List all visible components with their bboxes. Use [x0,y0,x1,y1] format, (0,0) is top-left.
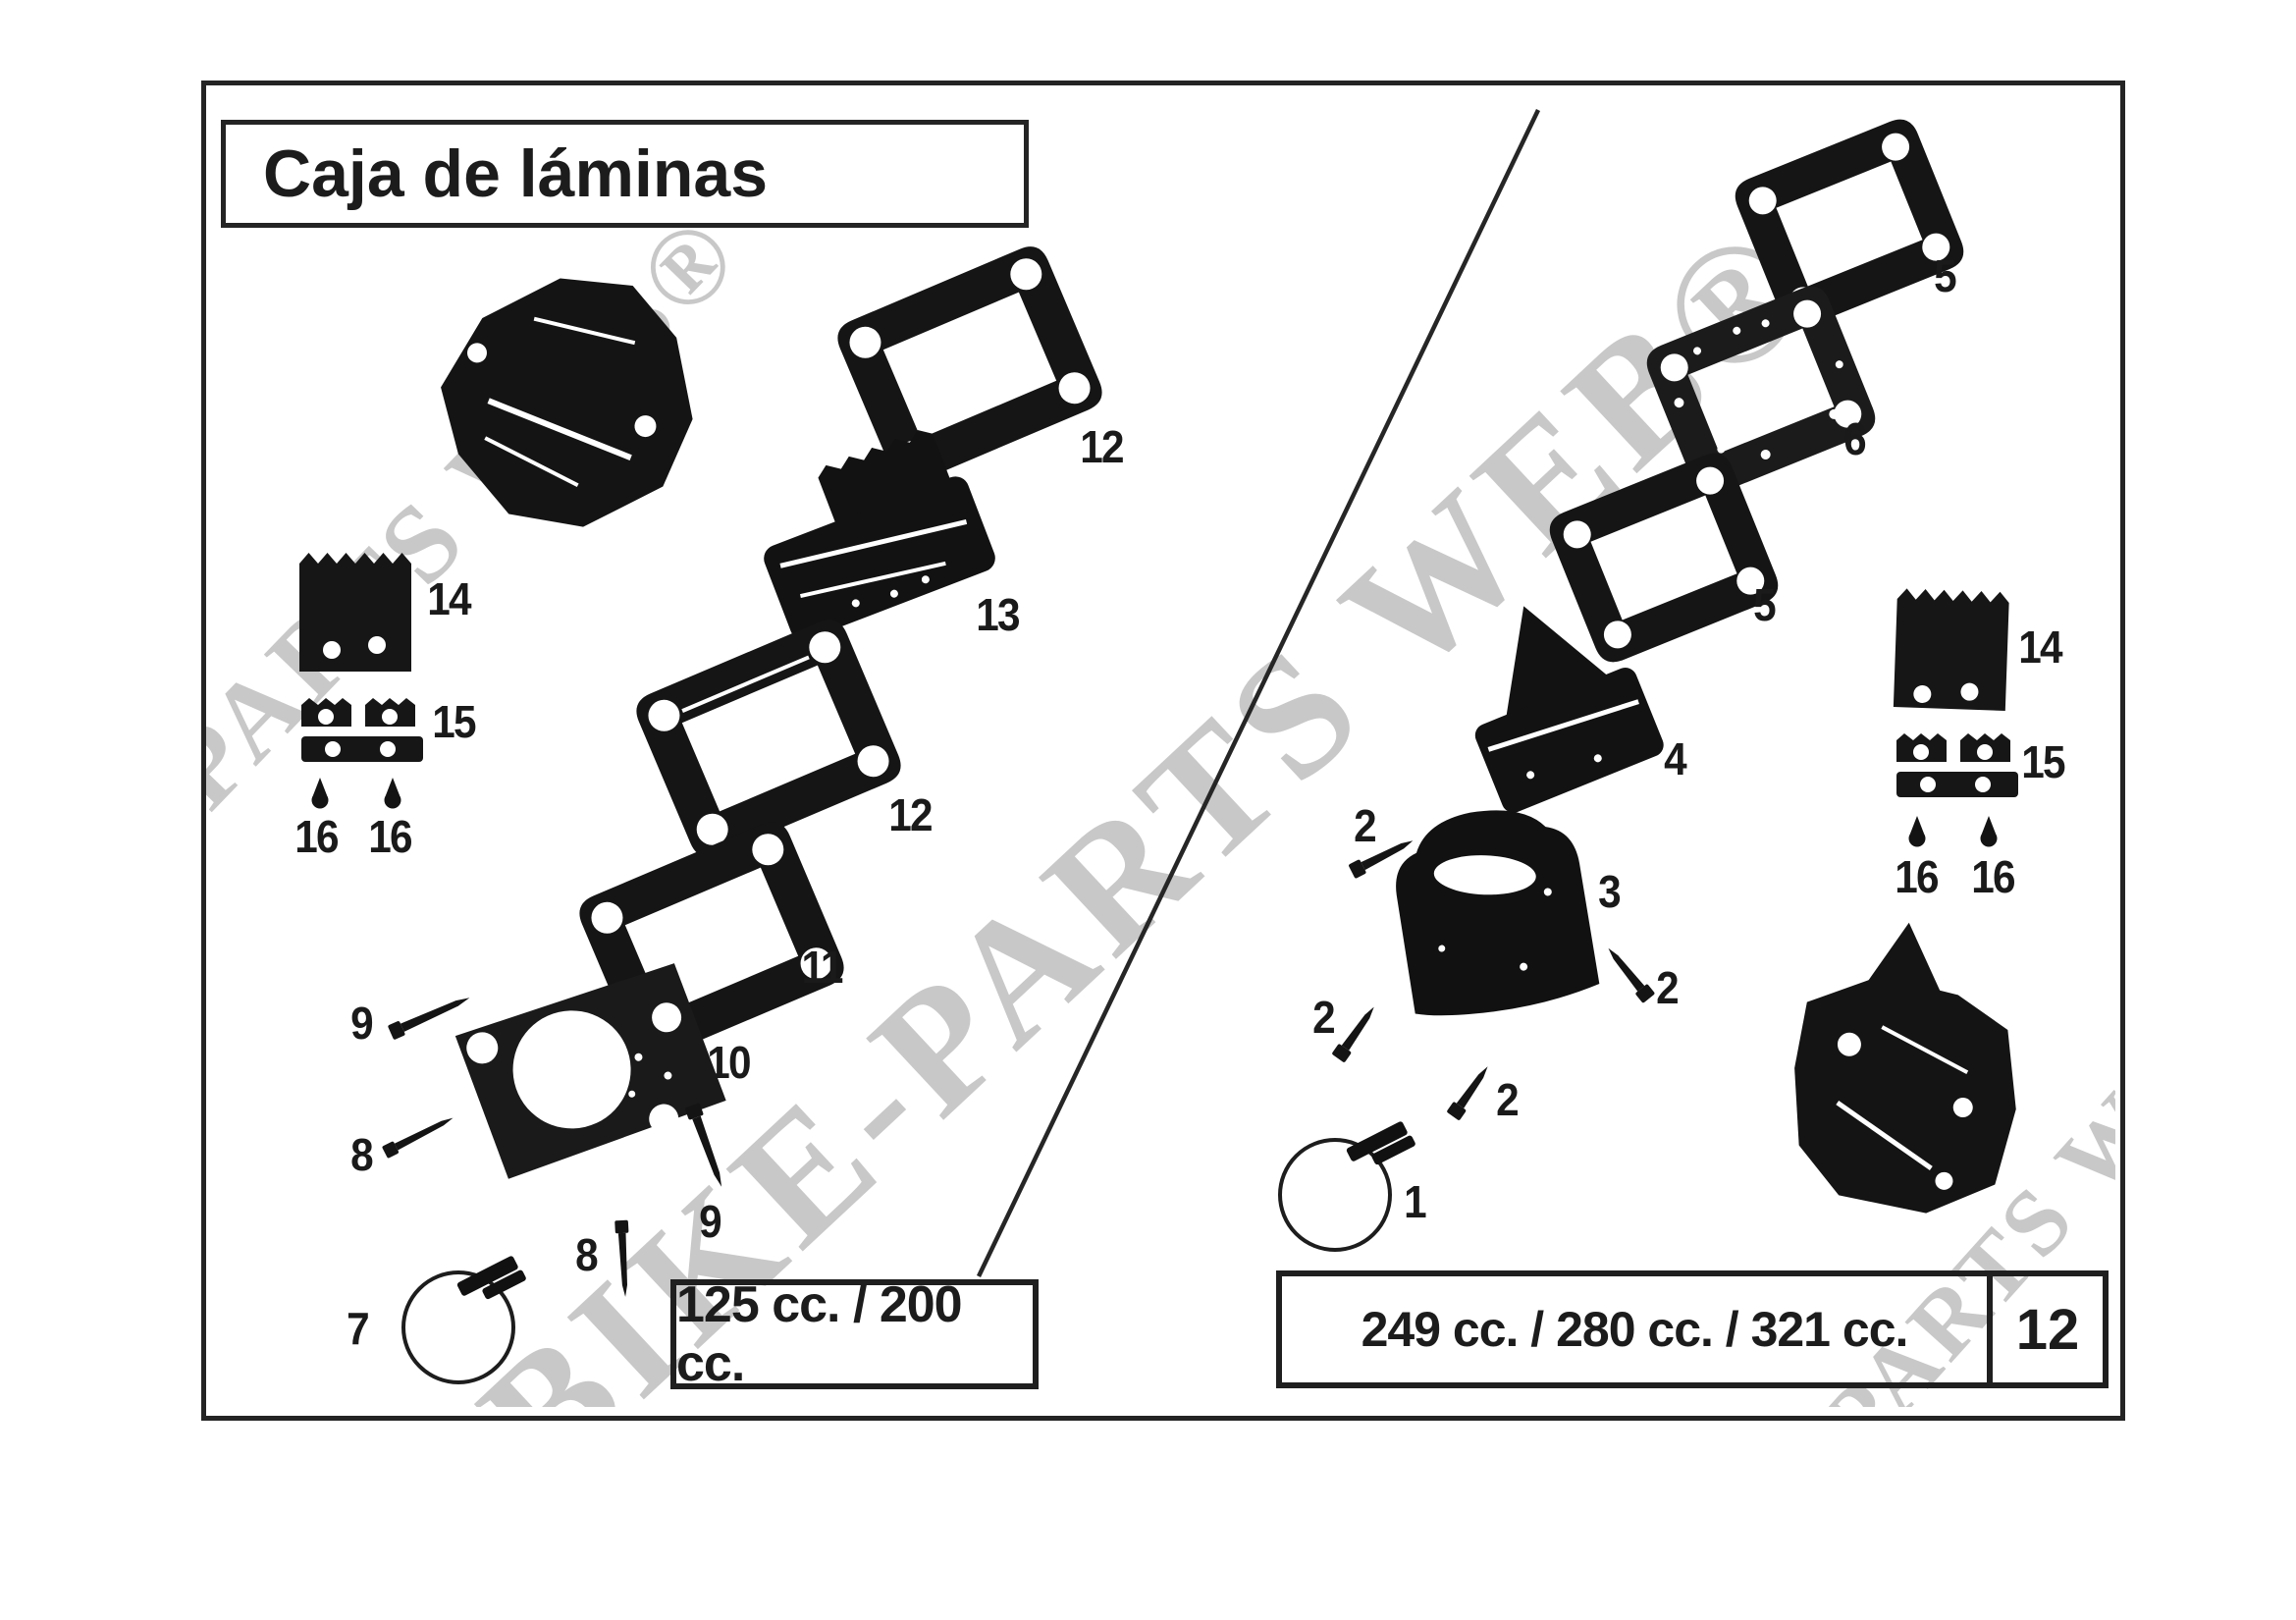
screw-16-illustration [384,778,401,809]
variant-box-left: 125 cc. / 200 cc. [670,1276,1039,1392]
title-box: Caja de láminas [221,120,1029,228]
screw-16-illustration [311,778,329,809]
screw-2-illustration [1608,947,1655,1003]
screw-8-illustration [382,1117,454,1159]
hose-clamp-7-illustration [401,1256,526,1384]
intake-manifold-3-illustration [1396,810,1600,1016]
screw-2-illustration [1447,1066,1488,1120]
carburetor-flange-10-illustration [454,963,726,1179]
reed-valve-block-4-illustration [1474,606,1664,813]
reed-stopper-set-15-illustration-left [301,698,423,762]
screw-9-illustration [685,1103,722,1187]
variant-label-left: 125 cc. / 200 cc. [676,1276,963,1392]
page-number-cell: 12 [1987,1276,2103,1382]
reed-petal-plate-14-illustration-left [299,553,411,672]
page-frame [201,81,2125,1421]
reed-valve-assembly-illustration-right [1794,922,2016,1214]
page-title: Caja de láminas [263,136,769,211]
page-number: 12 [2015,1297,2080,1362]
reed-stopper-set-15-illustration-right [1896,733,2018,797]
gasket-5-lower-illustration [1549,453,1779,663]
screw-16-illustration [1980,816,1998,847]
screw-16-illustration [1908,816,1926,847]
reed-valve-assembly-illustration-left [441,278,693,527]
variant-label-right: 249 cc. / 280 cc. / 321 cc. [1361,1302,1909,1357]
screw-2-illustration [1349,840,1414,879]
gasket-6-illustration [1646,286,1876,496]
variant-label-cell: 249 cc. / 280 cc. / 321 cc. [1282,1276,1987,1382]
screw-2-illustration [1332,1006,1374,1062]
section-divider-line [976,109,1541,1277]
reed-petal-plate-14-illustration-right [1893,588,2009,711]
screw-8-illustration [614,1219,629,1297]
reed-valve-body-13-illustration [764,430,995,640]
gasket-12-lower-illustration [636,620,901,857]
screw-9-illustration [388,998,470,1040]
hose-clamp-1-illustration [1278,1121,1415,1252]
variant-box-right: 249 cc. / 280 cc. / 321 cc. 12 [1276,1270,2109,1388]
